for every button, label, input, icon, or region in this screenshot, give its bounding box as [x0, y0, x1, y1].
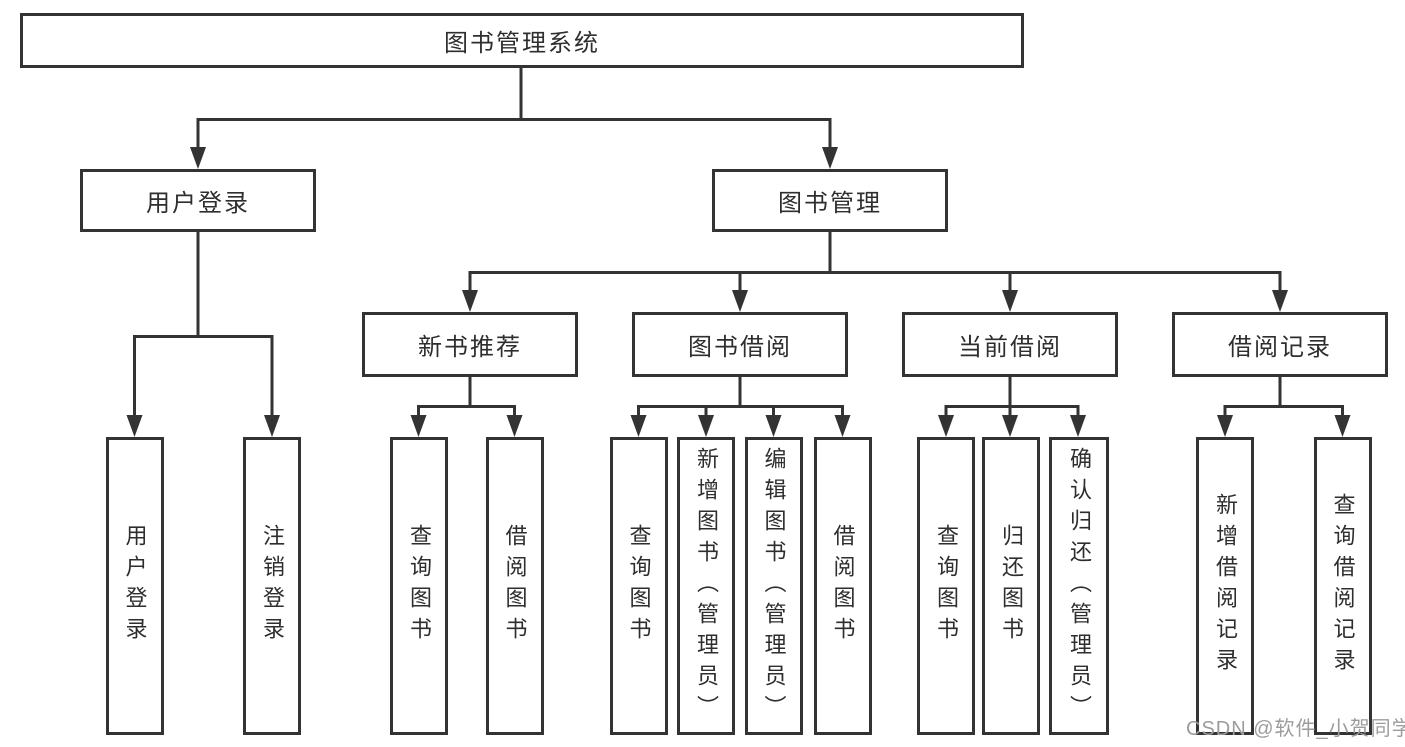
- node-new-book-recommend: 新书推荐: [362, 312, 578, 377]
- connector-user-login-children: [126, 232, 280, 437]
- node-records-query-record-label: 查询借阅记录: [1330, 493, 1356, 679]
- connector-book-management-children: [462, 232, 1288, 312]
- node-borrow-add-books-admin: 新增图书（管理员）: [677, 437, 735, 735]
- node-recommend-borrow-books: 借阅图书: [485, 437, 544, 735]
- node-logout-label: 注销登录: [260, 524, 285, 648]
- connector-borrow-records-children: [1217, 377, 1351, 437]
- node-login: 用户登录: [105, 437, 164, 735]
- node-logout: 注销登录: [243, 437, 301, 735]
- node-records-query-record: 查询借阅记录: [1313, 437, 1372, 735]
- node-book-management: 图书管理: [712, 169, 948, 232]
- watermark: CSDN @软件_小贺同学: [1186, 718, 1405, 740]
- node-current-return-books-label: 归还图书: [999, 524, 1024, 648]
- node-borrow-borrow-books-label: 借阅图书: [830, 524, 856, 648]
- node-recommend-query-books: 查询图书: [390, 437, 448, 735]
- node-records-add-record-label: 新增借阅记录: [1213, 493, 1238, 679]
- node-current-confirm-return-admin-label: 确认归还（管理员）: [1067, 446, 1092, 726]
- node-borrow-add-books-admin-label: 新增图书（管理员）: [694, 446, 719, 726]
- node-borrow-edit-books-admin-label: 编辑图书（管理员）: [761, 446, 787, 726]
- node-current-query-books: 查询图书: [917, 437, 975, 735]
- node-current-borrow: 当前借阅: [902, 312, 1118, 377]
- connector-book-borrow-children: [630, 377, 851, 437]
- node-borrow-borrow-books: 借阅图书: [813, 437, 872, 735]
- node-book-borrow: 图书借阅: [632, 312, 848, 377]
- node-borrow-edit-books-admin: 编辑图书（管理员）: [744, 437, 803, 735]
- node-borrow-records: 借阅记录: [1172, 312, 1388, 377]
- node-recommend-query-books-label: 查询图书: [407, 524, 432, 648]
- node-borrow-query-books: 查询图书: [609, 437, 668, 735]
- node-records-add-record: 新增借阅记录: [1196, 437, 1254, 735]
- node-book-management-system: 图书管理系统: [20, 13, 1024, 68]
- node-current-confirm-return-admin: 确认归还（管理员）: [1049, 437, 1109, 735]
- connector-root-to-level2: [190, 68, 838, 169]
- node-current-return-books: 归还图书: [982, 437, 1040, 735]
- node-user-login: 用户登录: [80, 169, 316, 232]
- connector-current-borrow-children: [938, 377, 1086, 437]
- node-current-query-books-label: 查询图书: [934, 524, 959, 648]
- node-recommend-borrow-books-label: 借阅图书: [502, 524, 528, 648]
- node-borrow-query-books-label: 查询图书: [626, 524, 652, 648]
- node-login-label: 用户登录: [122, 524, 148, 648]
- connector-new-book-recommend-children: [410, 377, 523, 437]
